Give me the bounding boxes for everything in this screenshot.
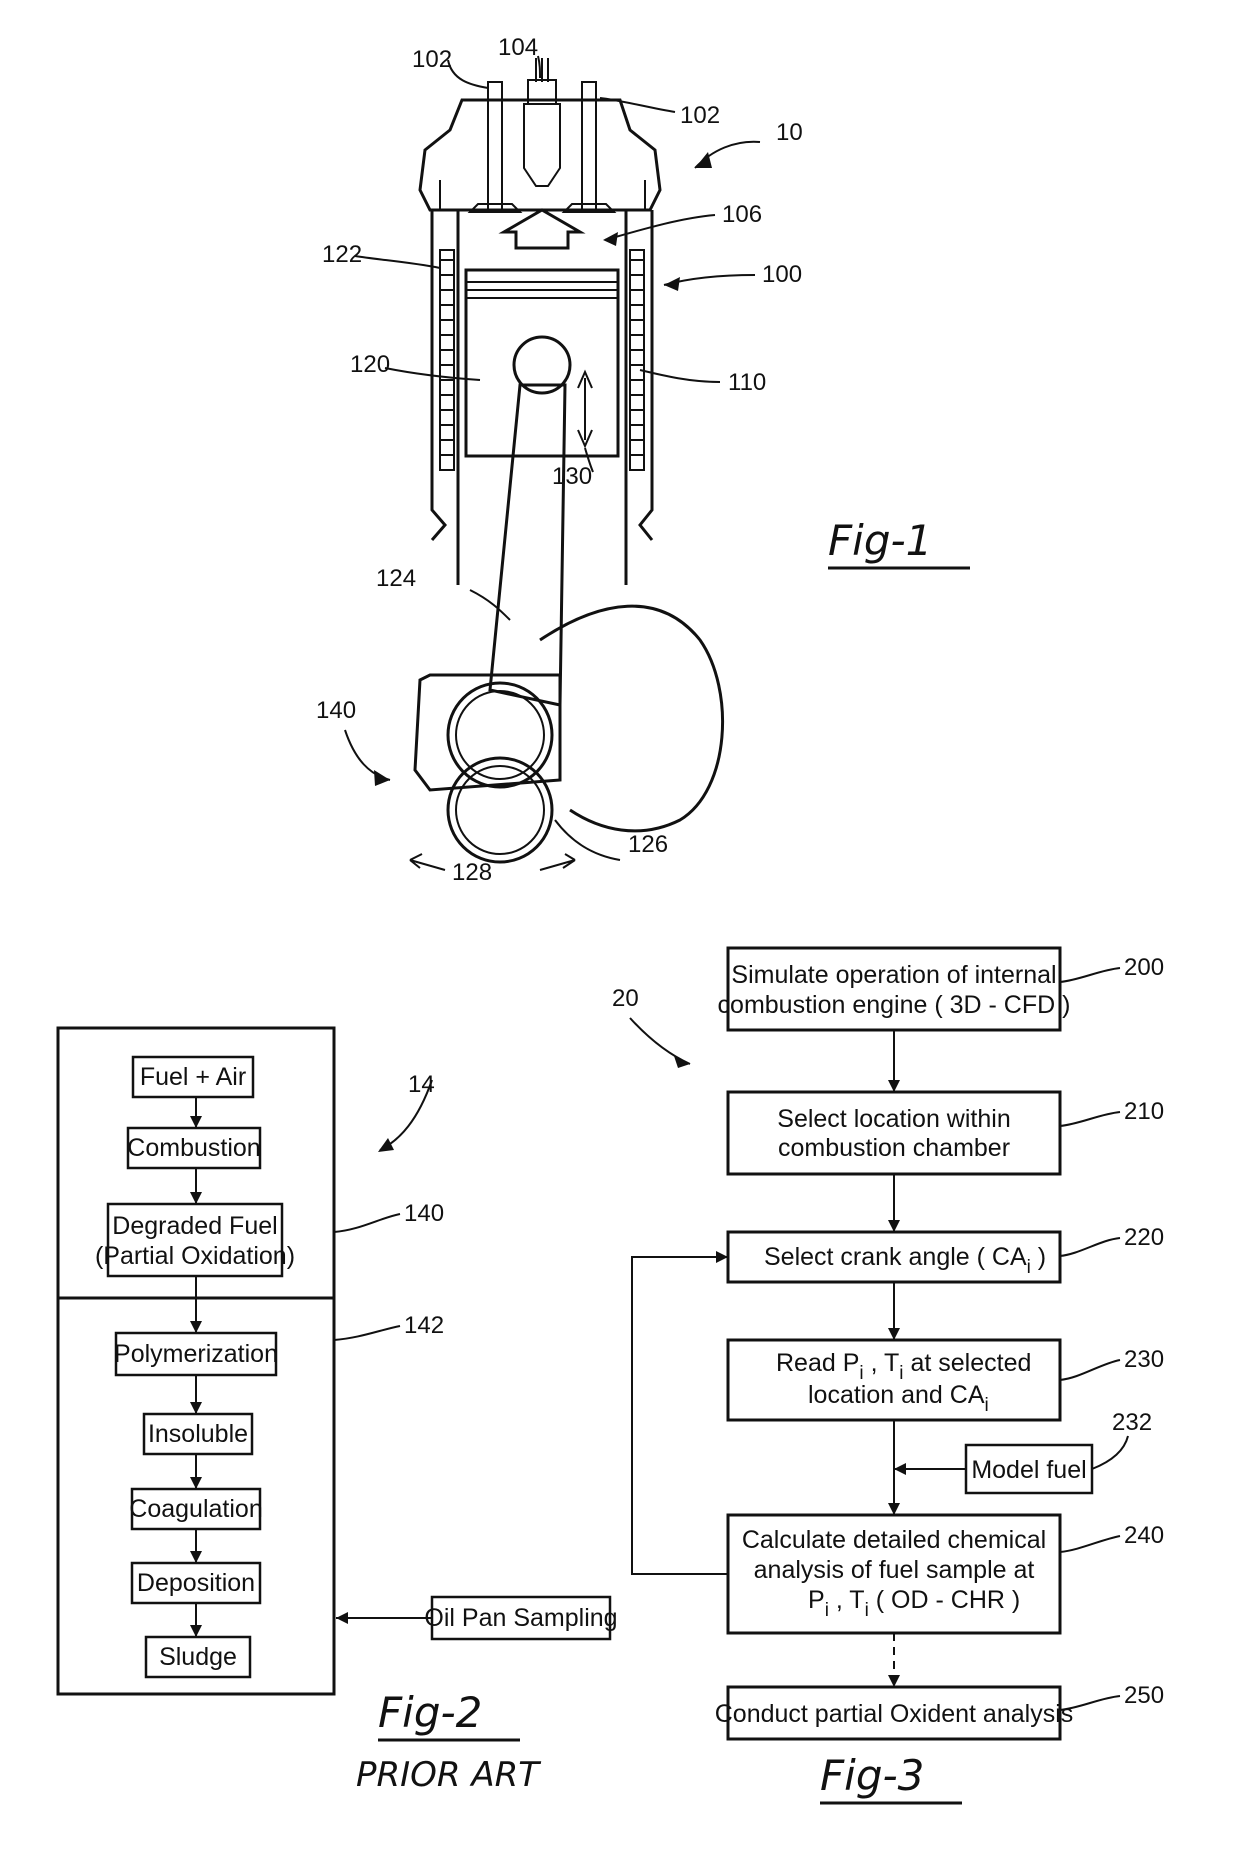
fig3-arrowheads (716, 1080, 906, 1687)
combustion-arrow (498, 208, 586, 250)
fig2-arrowheads (190, 1116, 348, 1637)
text-210-line2: combustion chamber (778, 1134, 1010, 1162)
fig2-prior-art: PRIOR ART (356, 1755, 541, 1795)
label-232: 232 (1112, 1409, 1152, 1436)
label-fig2-140: 140 (404, 1200, 444, 1227)
label-130: 130 (552, 463, 592, 490)
label-124: 124 (376, 565, 416, 592)
fig1-reference-labels: 102 104 102 10 106 122 100 120 110 130 1… (316, 34, 803, 886)
text-250: Conduct partial Oxident analysis (715, 1700, 1074, 1728)
label-fig2-142: 142 (404, 1312, 444, 1339)
text-deposition: Deposition (137, 1569, 255, 1597)
text-sludge: Sludge (159, 1643, 237, 1671)
label-fig2-14: 14 (408, 1071, 435, 1098)
piston (464, 268, 620, 458)
fig3-flowchart (629, 946, 1129, 1741)
intake-valve-head (467, 203, 523, 213)
text-200-line2: combustion engine ( 3D - CFD ) (718, 991, 1071, 1019)
text-insoluble: Insoluble (148, 1420, 248, 1448)
fuel-injector (523, 103, 561, 187)
label-10: 10 (776, 119, 803, 146)
text-230-line2: location and CAi (808, 1381, 989, 1416)
text-240-line2: analysis of fuel sample at (754, 1556, 1035, 1584)
label-240: 240 (1124, 1522, 1164, 1549)
text-combustion: Combustion (127, 1134, 260, 1162)
rotate-arrow-right (539, 853, 576, 871)
text-240-line1: Calculate detailed chemical (742, 1526, 1046, 1554)
label-104: 104 (498, 34, 538, 61)
text-200-line1: Simulate operation of internal (731, 961, 1056, 989)
step-combustion (126, 1126, 262, 1170)
label-140: 140 (316, 697, 356, 724)
step-insoluble (142, 1412, 254, 1456)
exhaust-valve-head (561, 203, 617, 213)
jacket-hatch (440, 259, 644, 456)
text-polymerization: Polymerization (114, 1340, 278, 1368)
box-210 (726, 1090, 1062, 1176)
fig2-title: Fig-2 (378, 1688, 482, 1737)
cylinder-wall-right (638, 210, 654, 541)
box-250 (726, 1685, 1062, 1741)
coolant-jacket-right (629, 249, 645, 471)
label-250: 250 (1124, 1682, 1164, 1709)
text-model-fuel: Model fuel (971, 1456, 1086, 1484)
coolant-jacket-left (439, 249, 455, 471)
label-210: 210 (1124, 1098, 1164, 1125)
crank-web (539, 604, 724, 833)
text-partial-oxidation: (Partial Oxidation) (95, 1242, 295, 1270)
text-oil-pan-sampling: Oil Pan Sampling (424, 1604, 617, 1632)
reciprocate-arrow (577, 369, 593, 449)
step-fuel-air (131, 1055, 255, 1099)
box-model-fuel (964, 1443, 1094, 1495)
label-220: 220 (1124, 1224, 1164, 1251)
step-sludge (144, 1635, 252, 1679)
text-coagulation: Coagulation (129, 1495, 262, 1523)
box-200 (726, 946, 1062, 1032)
cylinder-head (418, 98, 662, 212)
text-240-line3: Pi , Ti ( OD - CHR ) (808, 1586, 1020, 1621)
label-106: 106 (722, 201, 762, 228)
label-100: 100 (762, 261, 802, 288)
label-230: 230 (1124, 1346, 1164, 1373)
label-126: 126 (628, 831, 668, 858)
fig3-leaders (629, 967, 1129, 1711)
text-230-line1: Read Pi , Ti at selected (776, 1349, 1031, 1384)
box-240 (726, 1513, 1062, 1635)
wrist-pin (512, 335, 572, 395)
fig2-outer-frame (56, 1026, 336, 1696)
crank-pin (446, 681, 554, 789)
text-210-line1: Select location within (777, 1105, 1010, 1133)
label-110: 110 (728, 369, 766, 396)
fig3-title: Fig-3 (820, 1751, 924, 1800)
step-degraded-fuel (106, 1202, 284, 1278)
oil-pan-sampling-box (430, 1595, 612, 1641)
label-102-right: 102 (680, 102, 720, 129)
label-120: 120 (350, 351, 390, 378)
fig2-text: Fuel + Air Combustion Degraded Fuel (Par… (95, 1063, 618, 1671)
fig1-engine-drawing (344, 55, 761, 871)
label-102-left: 102 (412, 46, 452, 73)
fig2-flowchart (56, 1026, 612, 1696)
label-122: 122 (322, 241, 362, 268)
label-200: 200 (1124, 954, 1164, 981)
connecting-rod (488, 383, 567, 707)
cylinder-wall-left (430, 210, 447, 541)
fig3-text: Simulate operation of internal combustio… (612, 954, 1164, 1728)
fig1-title: Fig-1 (828, 516, 932, 565)
label-128: 128 (452, 859, 492, 886)
text-degraded-fuel: Degraded Fuel (112, 1212, 277, 1240)
text-fuel-air: Fuel + Air (140, 1063, 246, 1091)
rotate-arrow-left (409, 853, 446, 871)
text-220: Select crank angle ( CAi ) (764, 1243, 1046, 1278)
rod-big-end (413, 673, 562, 792)
crankshaft (446, 756, 554, 864)
label-20: 20 (612, 985, 639, 1012)
box-230 (726, 1338, 1062, 1422)
